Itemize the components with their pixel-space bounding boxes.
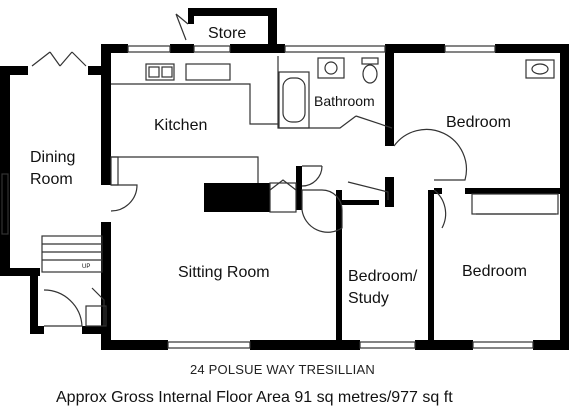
basin-bath-icon bbox=[317, 57, 345, 79]
wall-dining-top-right bbox=[88, 66, 110, 75]
label-store: Store bbox=[208, 25, 246, 42]
label-stairs-up: UP bbox=[82, 264, 90, 270]
sink-bowl-right bbox=[161, 66, 173, 78]
wall-right bbox=[560, 44, 569, 350]
kitchen-worktop bbox=[111, 83, 278, 125]
wall-top-kitchen-a bbox=[101, 44, 128, 53]
kitchen-peninsula bbox=[111, 156, 259, 183]
wall-bottom-left bbox=[101, 340, 168, 350]
hall-cupboard-door bbox=[269, 179, 297, 191]
label-sitting-room: Sitting Room bbox=[178, 264, 270, 281]
wall-top-bath bbox=[385, 44, 445, 53]
window-kitchen-a bbox=[127, 45, 171, 53]
wall-store-top bbox=[188, 8, 277, 16]
wall-store-right bbox=[268, 8, 277, 50]
wall-dining-right-lower bbox=[101, 222, 111, 350]
window-bedroom-top bbox=[444, 45, 496, 53]
wall-bottom-mid2 bbox=[415, 340, 473, 350]
door-bed2 bbox=[433, 189, 447, 229]
door-sitting bbox=[301, 189, 343, 233]
door-dining-sitting bbox=[110, 184, 138, 212]
label-bedroom-study-1: Bedroom/ bbox=[348, 268, 418, 285]
wall-top-mid bbox=[230, 44, 285, 53]
thin-lines bbox=[1, 13, 559, 349]
wall-dining-right-upper bbox=[101, 75, 111, 185]
wall-top-left bbox=[101, 44, 111, 84]
address-caption: 24 POLSUE WAY TRESILLIAN bbox=[190, 362, 375, 377]
window-bed2 bbox=[472, 341, 534, 349]
wall-dining-left bbox=[0, 66, 10, 276]
label-bedroom-second: Bedroom bbox=[462, 263, 527, 280]
wall-top-kitchen-b bbox=[170, 44, 194, 53]
wall-study-top bbox=[342, 200, 379, 205]
basin-bedroom-icon bbox=[525, 59, 555, 79]
wall-porch-bottom-l bbox=[30, 326, 44, 334]
wall-bed2-top bbox=[465, 188, 560, 194]
door-store bbox=[175, 13, 189, 41]
door-bedroom-main bbox=[393, 128, 468, 181]
wall-dining-top-left bbox=[0, 66, 28, 75]
label-kitchen: Kitchen bbox=[154, 117, 207, 134]
hob-icon bbox=[185, 63, 231, 81]
wall-bottom-right bbox=[533, 340, 569, 350]
stairs bbox=[41, 235, 103, 273]
wall-store-left bbox=[188, 8, 194, 24]
label-bedroom-main: Bedroom bbox=[446, 114, 511, 131]
label-dining-2: Room bbox=[30, 171, 73, 188]
door-dining-french bbox=[31, 51, 87, 67]
window-sitting bbox=[167, 341, 251, 349]
bath-tub-inner bbox=[282, 77, 306, 123]
door-study bbox=[347, 181, 389, 200]
porch-cupboard bbox=[85, 305, 107, 327]
wall-beds-divider bbox=[428, 190, 434, 350]
door-porch-inner bbox=[91, 287, 105, 326]
hall-cupboard bbox=[269, 182, 297, 213]
wall-bath-right bbox=[385, 44, 394, 146]
wall-sitting-right bbox=[336, 190, 342, 350]
wall-porch-top bbox=[0, 268, 40, 276]
basin-bedroom-bowl bbox=[531, 63, 549, 75]
wc-bowl bbox=[362, 64, 378, 84]
label-bedroom-study-2: Study bbox=[348, 290, 389, 307]
door-bath bbox=[355, 115, 393, 129]
wall-top-right bbox=[495, 44, 569, 53]
labels: Store Kitchen Bathroom Bedroom Dining Ro… bbox=[30, 25, 527, 406]
basin-bath-bowl bbox=[324, 61, 338, 75]
wall-bed2-top-l bbox=[434, 188, 442, 194]
wall-porch-left bbox=[30, 268, 38, 334]
label-dining-1: Dining bbox=[30, 149, 75, 166]
wall-porch-bottom-r bbox=[82, 326, 110, 334]
wall-bed-mid-top bbox=[385, 177, 394, 207]
sink-icon bbox=[145, 63, 175, 81]
wall-bottom-mid bbox=[250, 340, 360, 350]
door-kitchen-hall bbox=[301, 165, 323, 187]
floor-area-caption: Approx Gross Internal Floor Area 91 sq m… bbox=[56, 389, 453, 406]
door-porch bbox=[43, 289, 83, 327]
label-bathroom: Bathroom bbox=[314, 93, 375, 109]
bath-wall bbox=[277, 56, 357, 129]
window-study bbox=[359, 341, 416, 349]
wall-hall-right bbox=[296, 166, 302, 210]
window-dining-left bbox=[1, 173, 9, 235]
window-bath bbox=[284, 45, 386, 53]
kitchen-peninsula-end bbox=[110, 156, 119, 186]
walls bbox=[0, 8, 569, 350]
sink-bowl-left bbox=[148, 66, 160, 78]
window-kitchen-b bbox=[193, 45, 231, 53]
wc-cistern bbox=[361, 57, 379, 65]
wardrobe bbox=[471, 193, 559, 215]
chimney-breast bbox=[204, 183, 270, 212]
